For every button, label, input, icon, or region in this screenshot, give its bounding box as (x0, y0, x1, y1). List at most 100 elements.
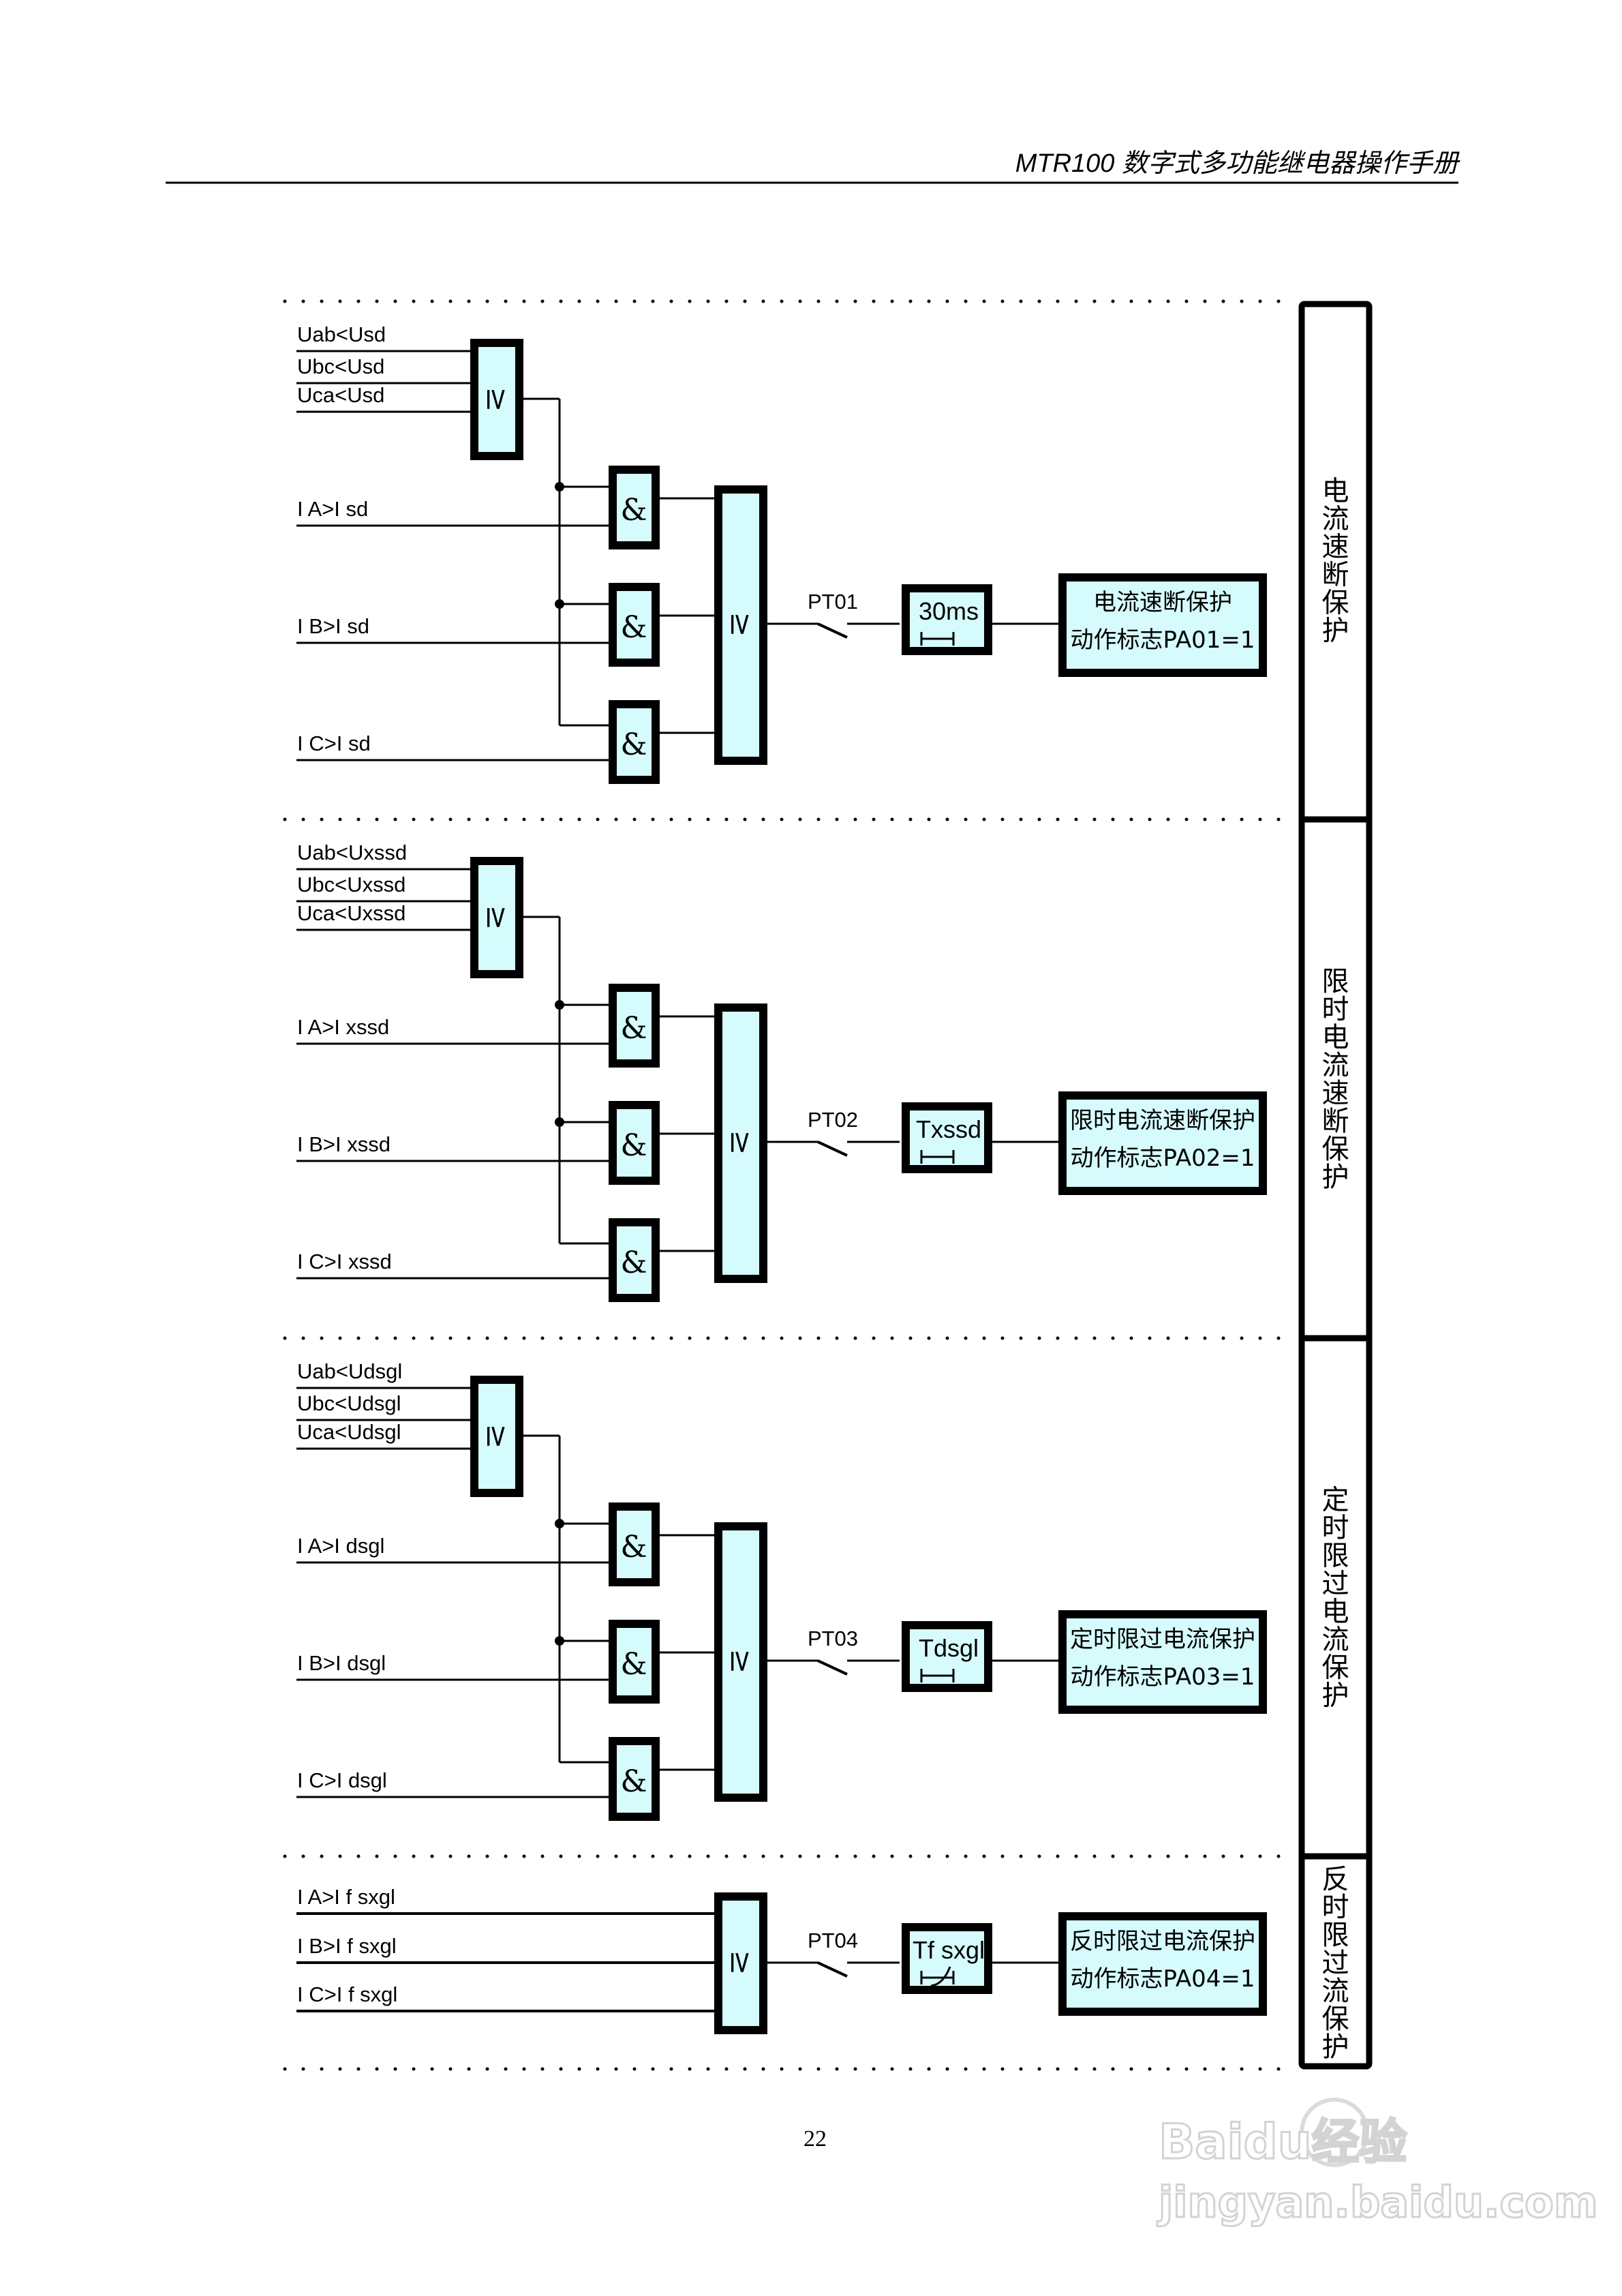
current-input-label: I A>I dsgl (297, 1534, 384, 1558)
voltage-input-label: Uab<Usd (297, 322, 386, 346)
side-label: 电流速断保护 (1322, 476, 1349, 647)
definite-time-icon (920, 632, 955, 646)
side-label: 定时限过电流保护 (1322, 1485, 1349, 1712)
side-label-char: 流 (1322, 1050, 1349, 1081)
current-input-label: I C>I dsgl (297, 1768, 387, 1792)
and-gate-symbol: & (620, 1530, 647, 1565)
or-gate-symbol: ≥ (724, 1649, 759, 1674)
side-label-char: 速 (1322, 1078, 1349, 1109)
side-label-char: 过 (1322, 1569, 1349, 1600)
side-label-char: 过 (1322, 1948, 1349, 1979)
side-label-char: 定 (1322, 1485, 1349, 1516)
main-or-gate (714, 1892, 767, 2034)
side-label-char: 护 (1322, 2031, 1349, 2063)
side-label-char: 电 (1322, 476, 1349, 507)
current-input-label: I C>I sd (297, 731, 371, 755)
or-gate-symbol: ≥ (724, 1950, 759, 1976)
definite-time-icon (920, 1150, 955, 1164)
result-flag: 动作标志PA01=1 (1071, 626, 1255, 654)
side-label-char: 限 (1322, 1920, 1349, 1951)
switch-label: PT03 (808, 1627, 858, 1650)
setting-switch: PT03 (808, 1627, 900, 1676)
and-gate-symbol: & (620, 1764, 647, 1799)
switch-blade (817, 1659, 848, 1676)
timer-block (902, 1102, 992, 1173)
side-label-char: 时 (1322, 994, 1349, 1025)
side-label-char: 保 (1322, 588, 1349, 619)
voltage-input-label: Ubc<Udsgl (297, 1391, 401, 1415)
and-gate (609, 466, 660, 549)
voltage-input-label: Uca<Uxssd (297, 901, 406, 925)
side-label-char: 断 (1322, 1106, 1349, 1137)
and-gate (609, 1502, 660, 1586)
side-label-char: 护 (1322, 1162, 1349, 1193)
current-input-label: I A>I f sxgl (297, 1885, 395, 1909)
result-block (1058, 1610, 1267, 1714)
switch-blade (817, 1141, 848, 1157)
inverse-curve (930, 1966, 951, 1987)
and-gate (609, 1218, 660, 1302)
and-gate (609, 1101, 660, 1185)
setting-switch: PT02 (808, 1108, 900, 1157)
side-label-column (1298, 301, 1373, 2070)
watermark-paw-icon (1300, 2098, 1369, 2167)
timer-label: Tdsgl (919, 1634, 979, 1662)
current-input-label: I B>I dsgl (297, 1651, 386, 1675)
side-label-char: 电 (1322, 1022, 1349, 1053)
result-title: 定时限过电流保护 (1070, 1626, 1255, 1653)
page-number: 22 (804, 2126, 827, 2151)
side-label-char: 流 (1322, 504, 1349, 535)
definite-time-icon (920, 1669, 955, 1682)
and-gate-symbol: & (620, 727, 647, 762)
switch-blade (817, 622, 848, 639)
side-label-char: 护 (1322, 616, 1349, 647)
side-label-char: 断 (1322, 560, 1349, 591)
result-title: 反时限过电流保护 (1070, 1928, 1255, 1955)
side-label-char: 时 (1322, 1513, 1349, 1544)
and-gate (609, 1737, 660, 1821)
switch-label: PT02 (808, 1108, 858, 1132)
voltage-input-label: Ubc<Uxssd (297, 873, 406, 896)
timer-label: Tf sxgl (913, 1936, 985, 1964)
and-gate-symbol: & (620, 1245, 647, 1280)
voltage-input-label: Uca<Usd (297, 383, 384, 407)
current-input-label: I B>I f sxgl (297, 1934, 397, 1958)
and-gate-symbol: & (620, 1128, 647, 1163)
side-label-char: 限 (1322, 1541, 1349, 1572)
main-or-gate (714, 1003, 767, 1283)
watermark-url: jingyan.baidu.com (1157, 2177, 1597, 2227)
current-input-label: I A>I sd (297, 497, 368, 521)
result-block (1058, 1912, 1267, 2016)
setting-switch: PT04 (808, 1929, 900, 1978)
and-gate (609, 583, 660, 667)
and-gate (609, 1620, 660, 1704)
main-or-gate (714, 1522, 767, 1802)
or-gate-symbol: ≥ (480, 387, 515, 412)
timer-block (902, 1621, 992, 1692)
setting-switch: PT01 (808, 590, 900, 639)
timer-block (902, 1923, 992, 1994)
voltage-input-label: Ubc<Usd (297, 354, 384, 378)
or-gate-symbol: ≥ (480, 1424, 515, 1449)
current-input-label: I A>I xssd (297, 1015, 389, 1039)
result-flag: 动作标志PA02=1 (1071, 1145, 1255, 1172)
side-label-char: 速 (1322, 532, 1349, 563)
and-gate-symbol: & (620, 1011, 647, 1046)
voltage-or-gate (470, 339, 523, 460)
result-title: 电流速断保护 (1093, 589, 1232, 616)
and-gate-symbol: & (620, 493, 647, 528)
side-label-char: 电 (1322, 1597, 1349, 1628)
page-header-title: MTR100 数字式多功能继电器操作手册 (1015, 149, 1460, 178)
current-input-label: I B>I sd (297, 614, 369, 638)
voltage-or-gate (470, 857, 523, 978)
side-label-char: 护 (1322, 1680, 1349, 1712)
side-label-char: 流 (1322, 1976, 1349, 2007)
and-gate-symbol: & (620, 1647, 647, 1682)
result-block (1058, 573, 1267, 677)
switch-blade (817, 1961, 848, 1978)
